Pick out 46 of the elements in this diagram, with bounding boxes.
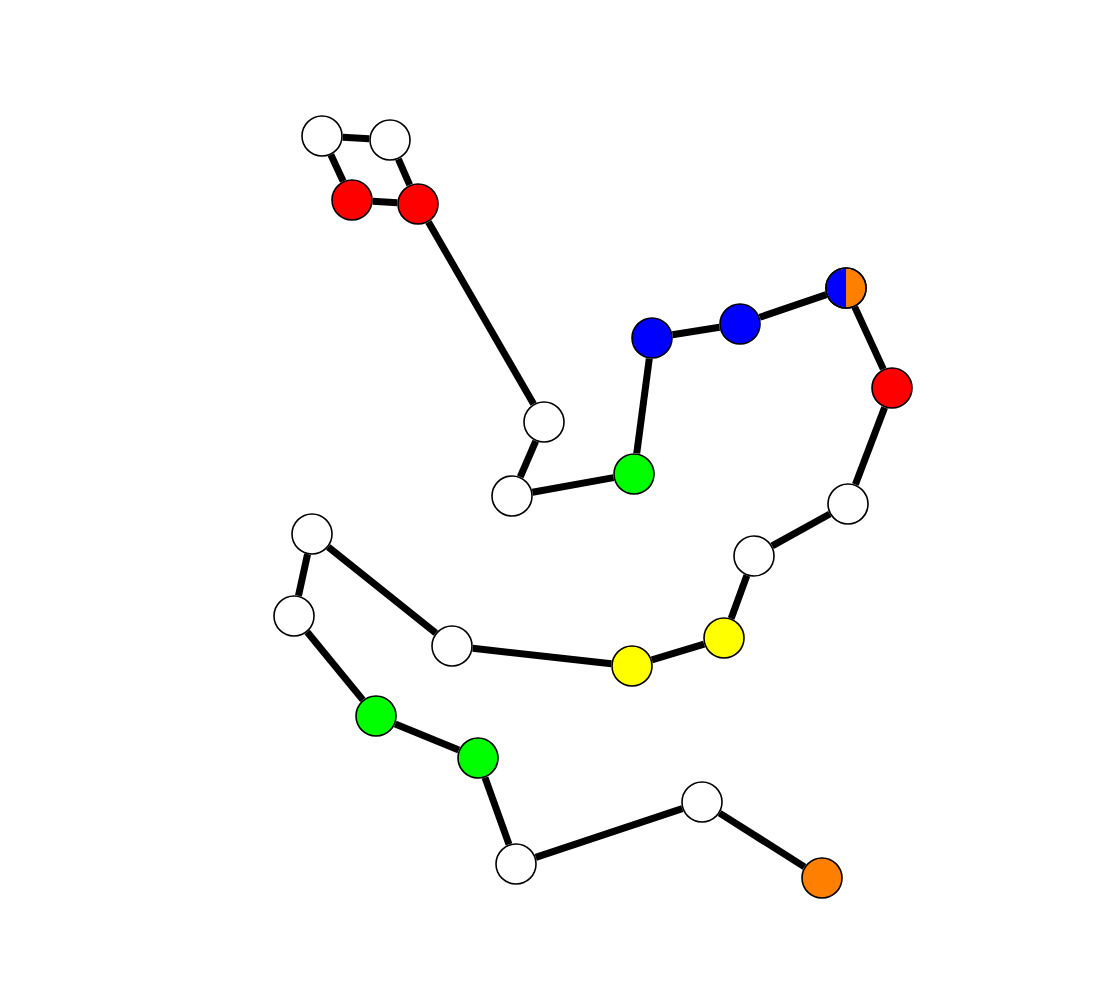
node-circle [733,535,775,577]
edge-line [342,133,370,143]
node-circle [681,781,723,823]
edge-line [758,291,828,321]
edge-line [372,197,398,207]
edge-line [534,805,684,861]
node-circle [703,617,745,659]
edge-line [633,358,653,454]
edge-line [727,574,751,620]
node-circle [611,645,653,687]
node-circle [431,625,473,667]
edge-line [393,720,461,754]
node-circle [397,183,439,225]
node-circle [491,475,533,517]
edge-line [517,439,539,479]
edge-line [295,553,311,597]
node-circle [369,119,411,161]
edge-line [395,157,413,187]
edge-line [531,474,615,496]
edge-line [852,406,888,486]
edge-line [425,220,537,406]
node-circle [291,513,333,555]
edge-line [472,644,612,668]
node-circle [355,695,397,737]
node-circle [495,843,537,885]
node-circle [825,267,867,309]
edge-line [770,511,832,549]
node-circle [331,179,373,221]
edge-line [326,544,438,636]
node-circle [613,453,655,495]
edge-line [304,629,366,703]
node-circle [273,595,315,637]
node-circle [301,115,343,157]
node-circle [457,737,499,779]
node-circle [719,303,761,345]
edge-line [327,153,347,183]
edge-line [650,640,706,664]
edge-line [851,305,887,371]
node-circle [631,317,673,359]
node-circle [871,367,913,409]
node-circle [801,857,843,899]
edge-line [717,810,807,870]
edge-line [672,323,721,339]
node-circle [523,401,565,443]
node-circle [827,483,869,525]
edge-line [481,776,513,846]
